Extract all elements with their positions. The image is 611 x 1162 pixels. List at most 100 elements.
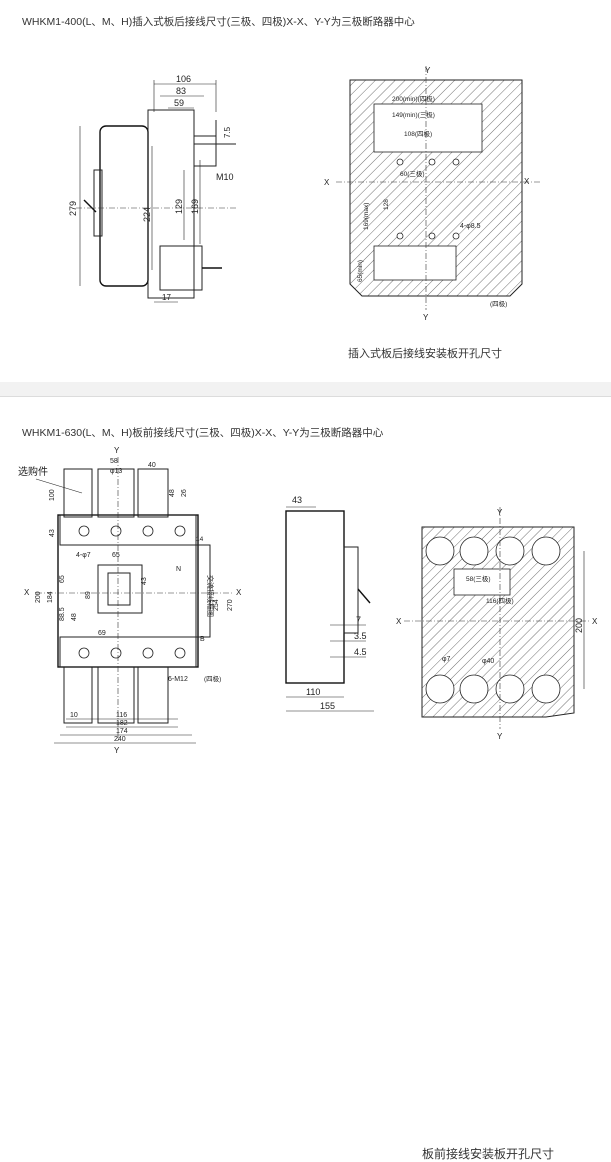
axis-x-right: X — [236, 588, 242, 597]
dim-4-5: 4.5 — [354, 647, 367, 657]
dim-116: 116(四极) — [486, 596, 514, 605]
dim-200: 200 — [35, 591, 42, 603]
label-n: N — [176, 566, 181, 573]
dim-129: 129 — [174, 199, 184, 214]
dim-59: 59 — [174, 98, 184, 108]
cutout-upper — [373, 103, 483, 153]
breaker-body — [57, 514, 199, 668]
cutout-lower — [373, 245, 457, 281]
dim-254: 254 — [213, 599, 220, 611]
dim-88-5: 88.5 — [59, 607, 66, 621]
hole-note: 4-φ8.5 — [460, 223, 481, 230]
axis-y-bottom: Y — [114, 746, 120, 755]
dim-174: 174 — [116, 728, 128, 735]
axis-x-right: X — [524, 177, 530, 186]
dim-43: 43 — [49, 529, 56, 537]
terminal-cutout — [531, 536, 561, 566]
dim-184: 184 — [47, 591, 54, 603]
dim-43: 43 — [292, 495, 302, 505]
cutout-400: Y Y X X 200(min)(四极) 149(min)(三极) 108(四极… — [324, 66, 540, 322]
caption-630: 板前接线安装板开孔尺寸 — [422, 1147, 555, 1161]
terminal-extension — [63, 666, 93, 724]
dim-m10: M10 — [216, 172, 234, 182]
terminal-cutout — [459, 674, 489, 704]
terminal-hole — [78, 647, 90, 659]
handle — [83, 199, 97, 213]
mount-hole — [428, 158, 436, 166]
mount-hole — [428, 232, 436, 240]
handle-window — [97, 564, 143, 614]
terminal-hole — [78, 525, 90, 537]
panel-title: WHKM1-630(L、M、H)板前接线尺寸(三极、四极)X-X、Y-Y为三极断… — [22, 427, 384, 439]
terminal-clamp — [193, 135, 217, 167]
dim-182: 182 — [116, 720, 128, 727]
dim-65: 65(min) — [357, 260, 364, 282]
dim-108: 108(四极) — [404, 129, 432, 138]
mount-hole — [452, 232, 460, 240]
caption-400: 插入式板后接线安装板开孔尺寸 — [348, 348, 502, 360]
panel-630-front-connection: WHKM1-630(L、M、H)板前接线尺寸(三极、四极)X-X、Y-Y为三极断… — [0, 396, 611, 1161]
base-body — [147, 109, 195, 299]
dim-14: 14 — [196, 536, 204, 543]
terminal-cutout — [459, 536, 489, 566]
dim-240: 240 — [114, 736, 126, 743]
dim-128: 128 — [383, 199, 390, 210]
side-view-630: 43 7 3.5 4.5 110 155 — [285, 495, 374, 712]
terminal-hole — [174, 647, 186, 659]
rear-block — [159, 245, 203, 291]
dim-60: 60(三极) — [400, 169, 425, 178]
dim-116: 116 — [116, 712, 127, 719]
dim-7: 7 — [356, 615, 361, 625]
terminal-hole — [174, 525, 186, 537]
dim-69: 69 — [98, 630, 106, 637]
terminal-extension — [137, 468, 169, 518]
terminal-hole — [110, 525, 122, 537]
dim-224: 224 — [142, 207, 152, 222]
dim-100: 100 — [49, 489, 56, 501]
dim-48: 48 — [169, 489, 176, 497]
dim-phi40: φ40 — [482, 658, 494, 665]
front-cover — [99, 125, 149, 287]
drawing-630: 选购件 交流接线框图 B Y — [18, 446, 598, 755]
accessory-box — [195, 544, 211, 638]
dim-65b: 65 — [59, 575, 66, 583]
terminal-hole — [142, 525, 154, 537]
cutout-630: Y Y X X 58(三极) 116(四极) 200 φ7 φ40 — [396, 507, 598, 741]
dim-26: 26 — [181, 489, 188, 497]
side-view-400: 106 83 59 7.5 M10 279 224 129 169 17 — [68, 74, 238, 303]
axis-x-left: X — [324, 178, 330, 187]
terminal-extension — [97, 666, 135, 724]
terminal-cutout — [425, 674, 455, 704]
axis-y-top: Y — [497, 508, 503, 517]
terminal-hole — [142, 647, 154, 659]
mount-hole — [396, 232, 404, 240]
dim-200: 200 — [574, 618, 584, 633]
four-pole-label: (四极) — [490, 299, 507, 308]
dim-149: 149(min)(三极) — [392, 110, 435, 119]
dim-83: 83 — [176, 86, 186, 96]
dim-4phi7: 4-φ7 — [76, 552, 91, 559]
terminal-cutout — [495, 674, 525, 704]
accessory-text: 交流接线框图 — [206, 575, 215, 617]
front-view-630: 选购件 交流接线框图 B Y — [18, 446, 242, 755]
section-divider — [0, 382, 611, 396]
terminal-hole — [110, 647, 122, 659]
axis-x-left: X — [396, 617, 402, 626]
terminal-extension — [63, 468, 93, 518]
dim-200: 200(min)(四极) — [392, 94, 435, 103]
handle — [107, 572, 131, 606]
panel-title: WHKM1-400(L、M、H)插入式板后接线尺寸(三极、四极)X-X、Y-Y为… — [22, 16, 415, 28]
dim-270: 270 — [227, 599, 234, 611]
axis-y-top: Y — [425, 66, 431, 75]
accessory-b: B — [200, 636, 205, 643]
dim-106: 106 — [176, 74, 191, 84]
dim-89: 89 — [85, 591, 92, 599]
dim-3-5: 3.5 — [354, 631, 367, 641]
mount-hole — [452, 158, 460, 166]
dim-279: 279 — [68, 201, 78, 216]
dim-6m12: 6-M12 — [168, 676, 188, 683]
dim-40: 40 — [148, 462, 156, 469]
panel-400-rear-connection: WHKM1-400(L、M、H)插入式板后接线尺寸(三极、四极)X-X、Y-Y为… — [0, 0, 611, 383]
dim-48b: 48 — [71, 613, 78, 621]
axis-y-top: Y — [114, 446, 120, 455]
